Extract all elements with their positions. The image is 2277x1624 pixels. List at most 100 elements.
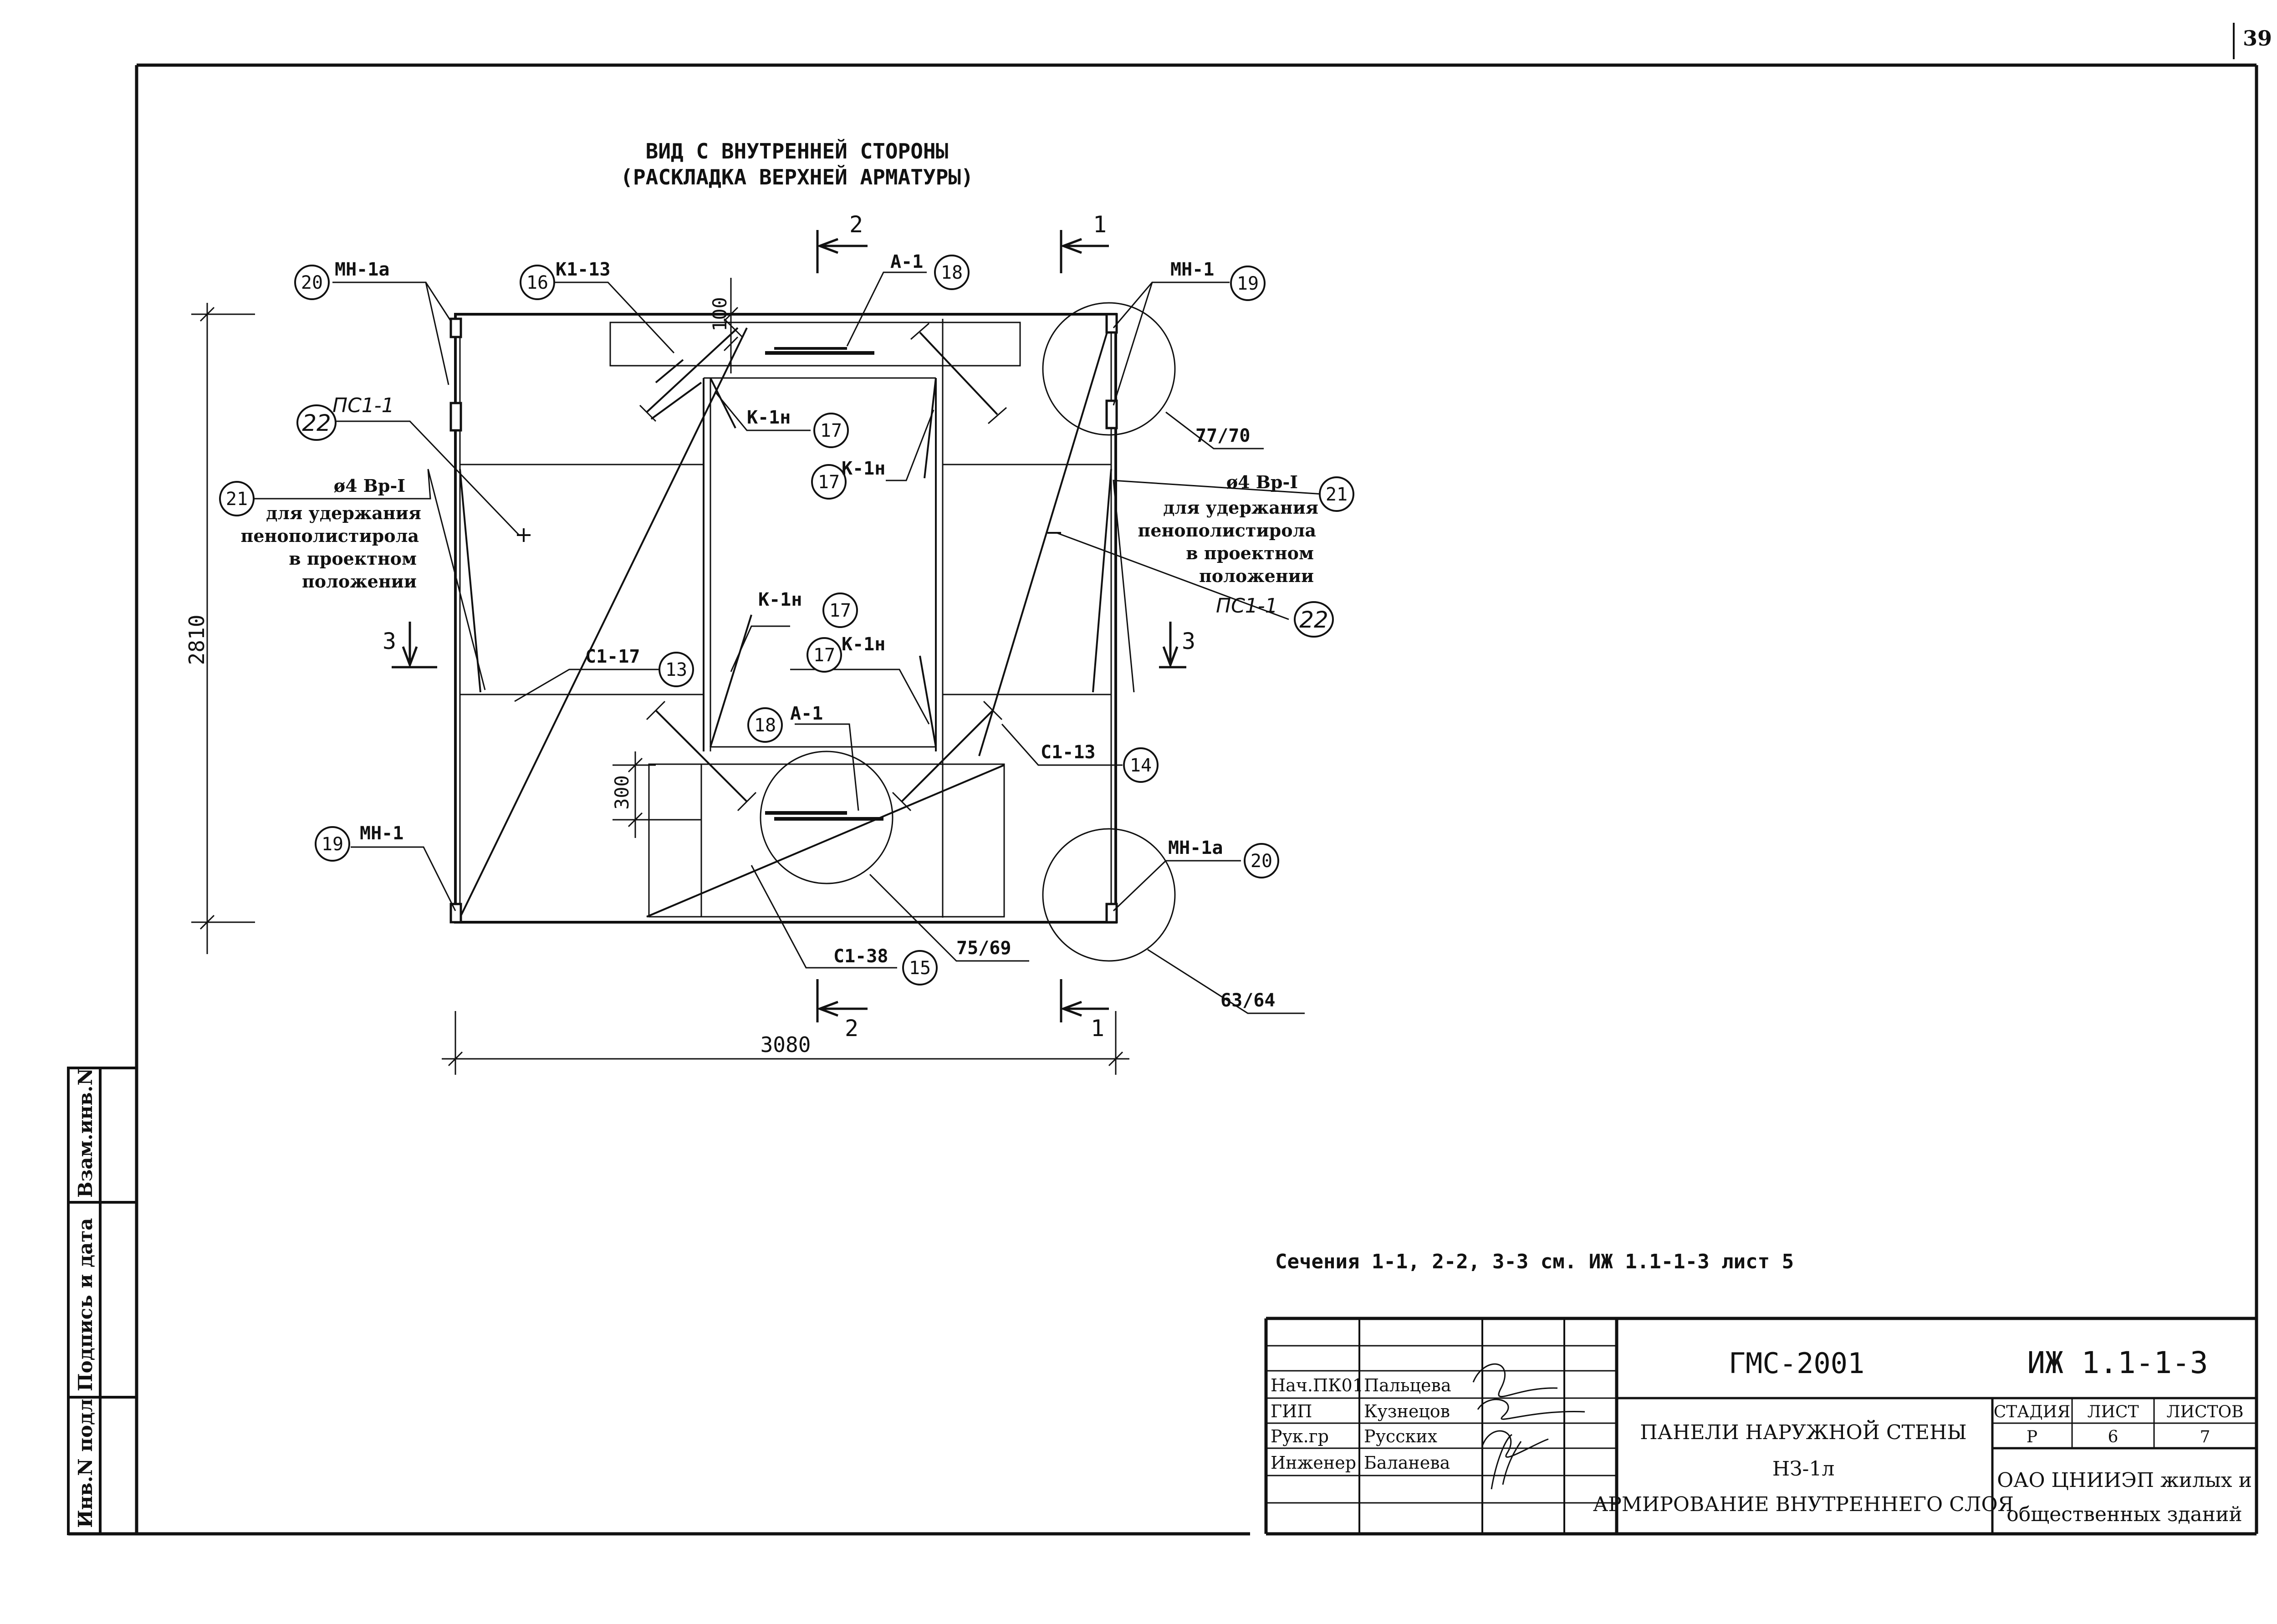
callout-21-right: 21 [1326, 484, 1348, 505]
bar-right-spec: ø4 Вр-I [1226, 472, 1298, 492]
label-mn1a-top: МН-1а [335, 259, 389, 280]
sheets-label: ЛИСТОВ [2167, 1403, 2244, 1421]
label-c113: С1-13 [1041, 742, 1095, 763]
title-block-grid [1264, 1317, 2257, 1534]
bar-left-note-1: для удержания [266, 503, 421, 523]
section-2-top: 2 [849, 211, 863, 238]
staff-role-2: ГИП [1271, 1401, 1312, 1421]
callout-18-top: 18 [941, 262, 963, 283]
label-a1-bottom: А-1 [790, 703, 823, 724]
callout-19-bottom: 19 [322, 834, 343, 855]
section-3-left: 3 [383, 628, 396, 654]
callout-17-b: 17 [818, 472, 840, 493]
staff-role-3: Рук.гр [1271, 1426, 1329, 1446]
label-k1n-d: К-1н [842, 634, 885, 655]
title-doc: ИЖ 1.1-1-3 [2027, 1345, 2208, 1380]
label-k113: К1-13 [556, 259, 610, 280]
stage-value: Р [2027, 1428, 2037, 1446]
section-1-bottom: 1 [1091, 1015, 1104, 1042]
callout-22-right: 22 [1299, 607, 1328, 633]
label-c117: С1-17 [585, 646, 640, 667]
sections-note: Сечения 1-1, 2-2, 3-3 см. ИЖ 1.1-1-3 лис… [1275, 1250, 1794, 1273]
label-mn1a-bottom: МН-1а [1168, 838, 1223, 858]
dimension-lines [191, 278, 1129, 1075]
label-frac-63-64: 63/64 [1220, 990, 1275, 1011]
callout-17-a: 17 [820, 420, 842, 441]
callout-17-d: 17 [813, 645, 835, 666]
section-2-bottom: 2 [845, 1015, 858, 1042]
org-line-1: ОАО ЦНИИЭП жилых и [1997, 1469, 2252, 1492]
callout-13: 13 [665, 659, 687, 680]
callout-21-left: 21 [226, 489, 248, 510]
callout-16: 16 [526, 272, 548, 293]
label-ps11-right: ПС1-1 [1216, 594, 1278, 618]
label-k1n-a: К-1н [747, 407, 791, 428]
stamp-vzam-inv: Взам.инв.N [74, 1068, 97, 1198]
staff-name-2: Кузнецов [1364, 1401, 1450, 1421]
bar-left-note-4: положении [302, 571, 417, 592]
bar-right-note-2: пенополистирола [1138, 520, 1317, 541]
callout-17-c: 17 [829, 600, 851, 621]
callout-22-left: 22 [302, 410, 331, 436]
label-c138: С1-38 [833, 946, 888, 967]
label-mn1-bottom: МН-1 [360, 823, 403, 844]
desc-line-2: НЗ-1л [1772, 1457, 1835, 1481]
side-stamp [67, 1067, 138, 1535]
diagonal-bars [459, 318, 1112, 918]
section-marks [392, 230, 1186, 1022]
signatures [1472, 1363, 1585, 1490]
view-title-1: ВИД С ВНУТРЕННЕЙ СТОРОНЫ [646, 139, 949, 163]
bar-left-spec: ø4 Вр-I [334, 475, 405, 496]
bar-right-note-1: для удержания [1163, 497, 1318, 518]
callout-14: 14 [1130, 755, 1152, 776]
label-frac-75-69: 75/69 [956, 938, 1011, 959]
label-ps11-left: ПС1-1 [332, 394, 394, 417]
handwritten-bubbles [296, 404, 1334, 638]
org-line-2: общественных зданий [2006, 1503, 2242, 1526]
label-mn1-top: МН-1 [1170, 259, 1214, 280]
title-code: ГМС-2001 [1729, 1347, 1865, 1380]
ps-markers [517, 528, 1061, 542]
dim-300: 300 [611, 775, 633, 810]
label-frac-77-70: 77/70 [1195, 425, 1250, 446]
leader-lines [253, 271, 1323, 1014]
desc-line-3: АРМИРОВАНИЕ ВНУТРЕННЕГО СЛОЯ [1593, 1493, 2014, 1516]
stamp-podpis-data: Подпись и дата [74, 1218, 97, 1391]
callout-20-bottom: 20 [1251, 851, 1272, 872]
label-k1n-b: К-1н [842, 458, 885, 479]
bar-right-note-3: в проектном [1186, 543, 1314, 563]
sheet-value: 6 [2108, 1428, 2119, 1446]
bar-left-note-3: в проектном [289, 548, 417, 569]
sheets-value: 7 [2200, 1428, 2211, 1446]
view-title-2: (РАСКЛАДКА ВЕРХНЕЙ АРМАТУРЫ) [620, 165, 973, 189]
mounting-loops [449, 313, 1118, 924]
staff-name-1: Пальцева [1364, 1375, 1451, 1395]
dim-height: 2810 [184, 615, 209, 665]
callout-20-top: 20 [301, 272, 323, 293]
label-a1-top: А-1 [890, 251, 923, 272]
staff-name-3: Русских [1364, 1426, 1437, 1446]
section-3-right: 3 [1182, 628, 1195, 654]
callout-bubbles [219, 255, 1354, 986]
dim-100: 100 [709, 297, 731, 332]
staff-role-1: Нач.ПК01 [1271, 1375, 1363, 1395]
label-k1n-c: К-1н [758, 589, 802, 610]
sheet-frame [68, 23, 2258, 1536]
callout-15: 15 [909, 958, 931, 979]
staff-name-4: Баланева [1364, 1453, 1450, 1473]
callout-18-bottom: 18 [754, 715, 776, 736]
stamp-inv-podl: Инв.N подл [74, 1399, 97, 1528]
stage-label: СТАДИЯ [1994, 1403, 2071, 1421]
desc-line-1: ПАНЕЛИ НАРУЖНОЙ СТЕНЫ [1640, 1420, 1966, 1444]
section-1-top: 1 [1093, 211, 1107, 238]
bar-left-note-2: пенополистирола [241, 526, 419, 546]
staff-role-4: Инженер [1271, 1453, 1356, 1473]
anchor-bars [765, 347, 883, 821]
callout-19-top: 19 [1237, 273, 1259, 294]
stiffener-ticks [639, 318, 1007, 812]
detail-circles [760, 302, 1176, 962]
page-number: 39 [2243, 26, 2272, 51]
panel-outline [454, 313, 1117, 924]
bar-right-note-4: положении [1199, 566, 1314, 586]
